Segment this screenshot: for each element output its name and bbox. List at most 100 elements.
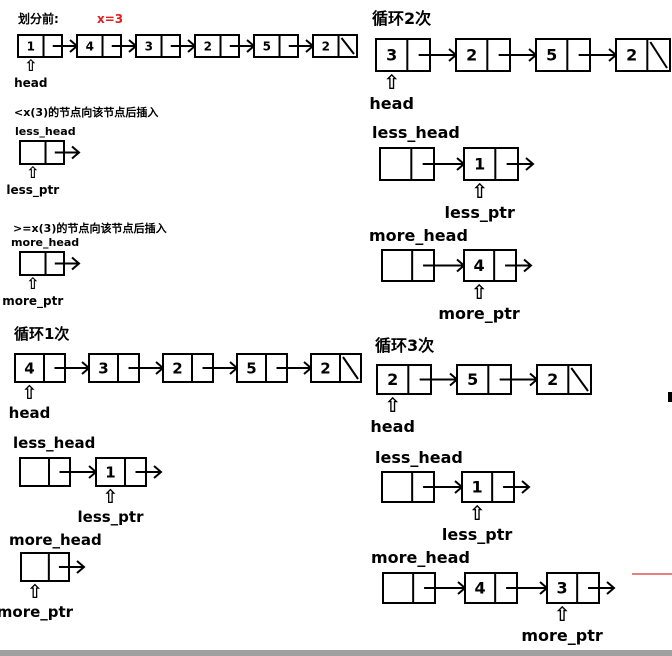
list-label: more_head xyxy=(371,548,470,567)
list-node: 5 xyxy=(253,34,315,58)
next-arrow xyxy=(506,157,535,171)
pointer-up-arrow-icon: ⇧ xyxy=(469,501,486,525)
list-node: 3 xyxy=(546,572,616,604)
pointer-marker: ⇧head xyxy=(9,382,51,422)
pointer-label: less_ptr xyxy=(442,525,512,544)
pointer-label: less_ptr xyxy=(444,203,514,222)
list-label: more_head xyxy=(9,531,102,549)
list-node: 1 xyxy=(463,147,535,181)
next-arrow xyxy=(54,145,81,160)
list-node: 5 xyxy=(535,38,618,72)
list-head-label: more_head xyxy=(11,236,79,249)
node-value: 2 xyxy=(320,360,330,378)
next-arrow xyxy=(135,465,163,479)
pointer-label: less_ptr xyxy=(6,183,59,198)
null-pointer-slash xyxy=(340,37,355,55)
list-label: less_head xyxy=(372,123,460,142)
pointer-marker: ⇧head xyxy=(369,70,414,113)
pointer-label: head xyxy=(370,417,415,436)
list-node: 1 xyxy=(95,457,163,487)
node-value: 2 xyxy=(626,46,637,65)
node-value: 1 xyxy=(105,464,115,482)
node-value: 4 xyxy=(475,579,486,598)
node-box xyxy=(312,34,358,58)
list-node: 2 xyxy=(536,364,592,395)
pointer-marker: ⇧more_ptr xyxy=(2,274,63,309)
linked-list-row: more_head ⇧more_ptr xyxy=(0,531,102,621)
pointer-marker: ⇧head xyxy=(370,393,415,436)
node-box xyxy=(615,38,671,72)
section-heading: 循环3次 xyxy=(375,336,434,355)
node-value: 4 xyxy=(24,360,34,378)
list-node: 1 xyxy=(17,34,79,58)
list-node: 4 xyxy=(463,249,533,282)
pointer-up-arrow-icon: ⇧ xyxy=(383,70,400,94)
node-value: 5 xyxy=(263,40,271,54)
pointer-marker: ⇧more_ptr xyxy=(438,280,520,323)
linked-list-row: less_head 1 ⇧less_ptr xyxy=(372,123,535,222)
pointer-marker: ⇧head xyxy=(14,56,47,90)
pointer-marker: ⇧less_ptr xyxy=(78,486,145,526)
pointer-marker: ⇧less_ptr xyxy=(442,501,512,544)
list-node: 3 xyxy=(375,38,458,72)
list-node: 2 xyxy=(194,34,256,58)
list-node xyxy=(382,572,467,604)
node-value: 1 xyxy=(474,155,485,174)
node-value: 4 xyxy=(86,40,94,54)
list-node: 2 xyxy=(162,353,239,383)
node-value: 1 xyxy=(472,478,483,497)
pointer-up-arrow-icon: ⇧ xyxy=(27,581,43,603)
pointer-up-arrow-icon: ⇧ xyxy=(554,602,571,626)
pointer-label: head xyxy=(369,94,414,113)
partition-value-note: x=3 xyxy=(97,12,123,26)
list-node: 4 xyxy=(464,572,549,604)
node-box xyxy=(464,572,518,604)
pointer-marker: ⇧more_ptr xyxy=(0,581,74,621)
list-head-label: less_head xyxy=(15,125,76,138)
pointer-label: more_ptr xyxy=(2,294,63,309)
list-node: 2 xyxy=(310,353,362,383)
pointer-up-arrow-icon: ⇧ xyxy=(26,274,39,293)
node-value: 3 xyxy=(145,40,153,54)
pointer-up-arrow-icon: ⇧ xyxy=(24,56,37,75)
next-arrow xyxy=(588,581,616,595)
list-label: less_head xyxy=(13,434,95,452)
list-node: 5 xyxy=(456,364,539,395)
list-node: 3 xyxy=(135,34,197,58)
pointer-label: head xyxy=(9,404,51,422)
list-node xyxy=(381,471,464,503)
bottom-scrollbar-edge xyxy=(0,650,672,656)
pointer-up-arrow-icon: ⇧ xyxy=(471,280,488,304)
section-heading: 划分前: xyxy=(18,11,59,26)
node-value: 2 xyxy=(466,46,477,65)
node-value: 3 xyxy=(98,360,108,378)
list-node xyxy=(379,147,466,181)
node-value: 2 xyxy=(204,40,212,54)
list-node: 2 xyxy=(455,38,538,72)
pointer-marker: ⇧less_ptr xyxy=(444,179,514,222)
node-value: 2 xyxy=(322,40,330,54)
list-node: 1 xyxy=(461,471,531,503)
list-node: 5 xyxy=(236,353,313,383)
pointer-up-arrow-icon: ⇧ xyxy=(22,382,38,404)
linked-list-row: less_head 1 ⇧less_ptr xyxy=(13,434,163,526)
list-label: more_head xyxy=(369,226,468,245)
list-node xyxy=(19,140,81,165)
node-value: 5 xyxy=(467,370,478,389)
node-box xyxy=(310,353,362,383)
pointer-up-arrow-icon: ⇧ xyxy=(103,486,119,508)
null-pointer-slash xyxy=(570,367,589,392)
next-arrow xyxy=(54,256,81,271)
node-value: 5 xyxy=(246,360,256,378)
list-node xyxy=(381,249,466,282)
node-value: 3 xyxy=(386,46,397,65)
